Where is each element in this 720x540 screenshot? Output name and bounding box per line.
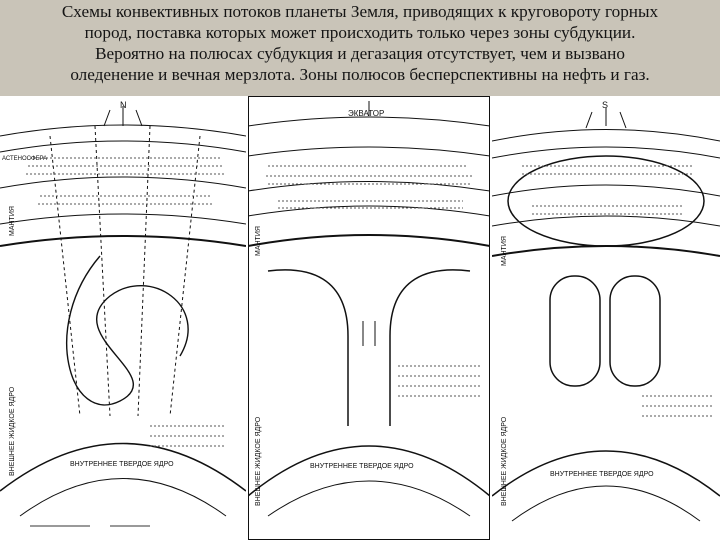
formula-text-lines [266,165,480,397]
outer-core-label: ВНЕШНЕЕ ЖИДКОЕ ЯДРО [255,416,262,506]
mantle-arc-2 [492,215,720,227]
pole-label: N [120,100,127,110]
caption-line-2: пород, поставка которых может происходит… [84,23,636,42]
south-pole-diagram-svg: S МАНТИЯ ВНЕШНЕЕ ЖИДКОЕ ЯДРО ВНУТРЕННЕЕ … [492,100,720,522]
inner-core-boundary [0,442,246,492]
inner-core-arc [511,485,701,522]
crust-arc [248,116,490,127]
outer-core-label: ВНЕШНЕЕ ЖИДКОЕ ЯДРО [9,386,16,476]
panel-frame [248,96,490,540]
mantle-arc-2 [0,213,246,225]
inner-core-label: ВНУТРЕННЕЕ ТВЕРДОЕ ЯДРО [70,461,174,468]
formula-text-lines [26,157,225,447]
lower-cell-left [549,275,601,387]
plume-left [267,269,349,426]
asthenosphere-label: АСТЕНОСФЕРА [2,156,47,162]
caption-line-3: Вероятно на полюсах субдукция и дегазаци… [95,44,625,63]
pole-arrows [103,106,143,127]
mantle-arc-1 [248,181,490,192]
inner-core-boundary [248,445,490,497]
caption-line-1: Схемы конвективных потоков планеты Земля… [61,2,659,21]
asthenosphere-arc [492,146,720,159]
asthenosphere-arc [0,140,246,153]
convection-loop [66,255,189,406]
mantle-arc-1 [492,184,720,197]
plume-arrows [362,321,376,346]
inner-core-arc [267,480,471,517]
core-mantle-boundary [248,234,490,247]
mantle-arc-1 [0,176,246,189]
upper-convection-cell [507,155,705,247]
slide-caption: Схемы конвективных потоков планеты Земля… [0,0,720,96]
caption-line-4: оледенение и вечная мерзлота. Зоны полюс… [70,65,650,84]
mantle-arc-2 [248,205,490,217]
core-mantle-boundary [0,235,246,247]
north-pole-diagram-svg: N АСТЕНОСФЕРА МАНТИЯ ВНЕШНЕЕ ЖИДКОЕ ЯДРО… [0,100,246,527]
inner-core-arc [19,478,227,517]
inner-core-label: ВНУТРЕННЕЕ ТВЕРДОЕ ЯДРО [310,463,414,470]
radial-lines [49,125,201,417]
outer-core-label: ВНЕШНЕЕ ЖИДКОЕ ЯДРО [501,416,508,506]
inner-core-label: ВНУТРЕННЕЕ ТВЕРДОЕ ЯДРО [550,471,654,478]
lower-cell-right [609,275,661,387]
diagram-north-pole: N АСТЕНОСФЕРА МАНТИЯ ВНЕШНЕЕ ЖИДКОЕ ЯДРО… [0,96,246,540]
formula-text-lines [522,165,714,417]
plume-right [389,269,471,426]
mantle-label: МАНТИЯ [255,226,262,256]
mantle-label: МАНТИЯ [501,236,508,266]
asthenosphere-arc [248,146,490,157]
diagram-south-pole: S МАНТИЯ ВНЕШНЕЕ ЖИДКОЕ ЯДРО ВНУТРЕННЕЕ … [492,96,720,540]
core-mantle-boundary [492,245,720,257]
equator-diagram-svg: ЭКВАТОР МАНТИЯ ВНЕШНЕЕ ЖИДКОЕ ЯДРО ВНУТР… [248,96,490,540]
crust-arc [0,124,246,137]
inner-core-boundary [492,450,720,497]
diagram-equator: ЭКВАТОР МАНТИЯ ВНЕШНЕЕ ЖИДКОЕ ЯДРО ВНУТР… [248,96,490,540]
equator-label: ЭКВАТОР [348,109,384,118]
pole-arrows [585,108,627,129]
mantle-label: МАНТИЯ [9,206,16,236]
pole-label: S [602,100,608,110]
crust-arc [492,129,720,142]
